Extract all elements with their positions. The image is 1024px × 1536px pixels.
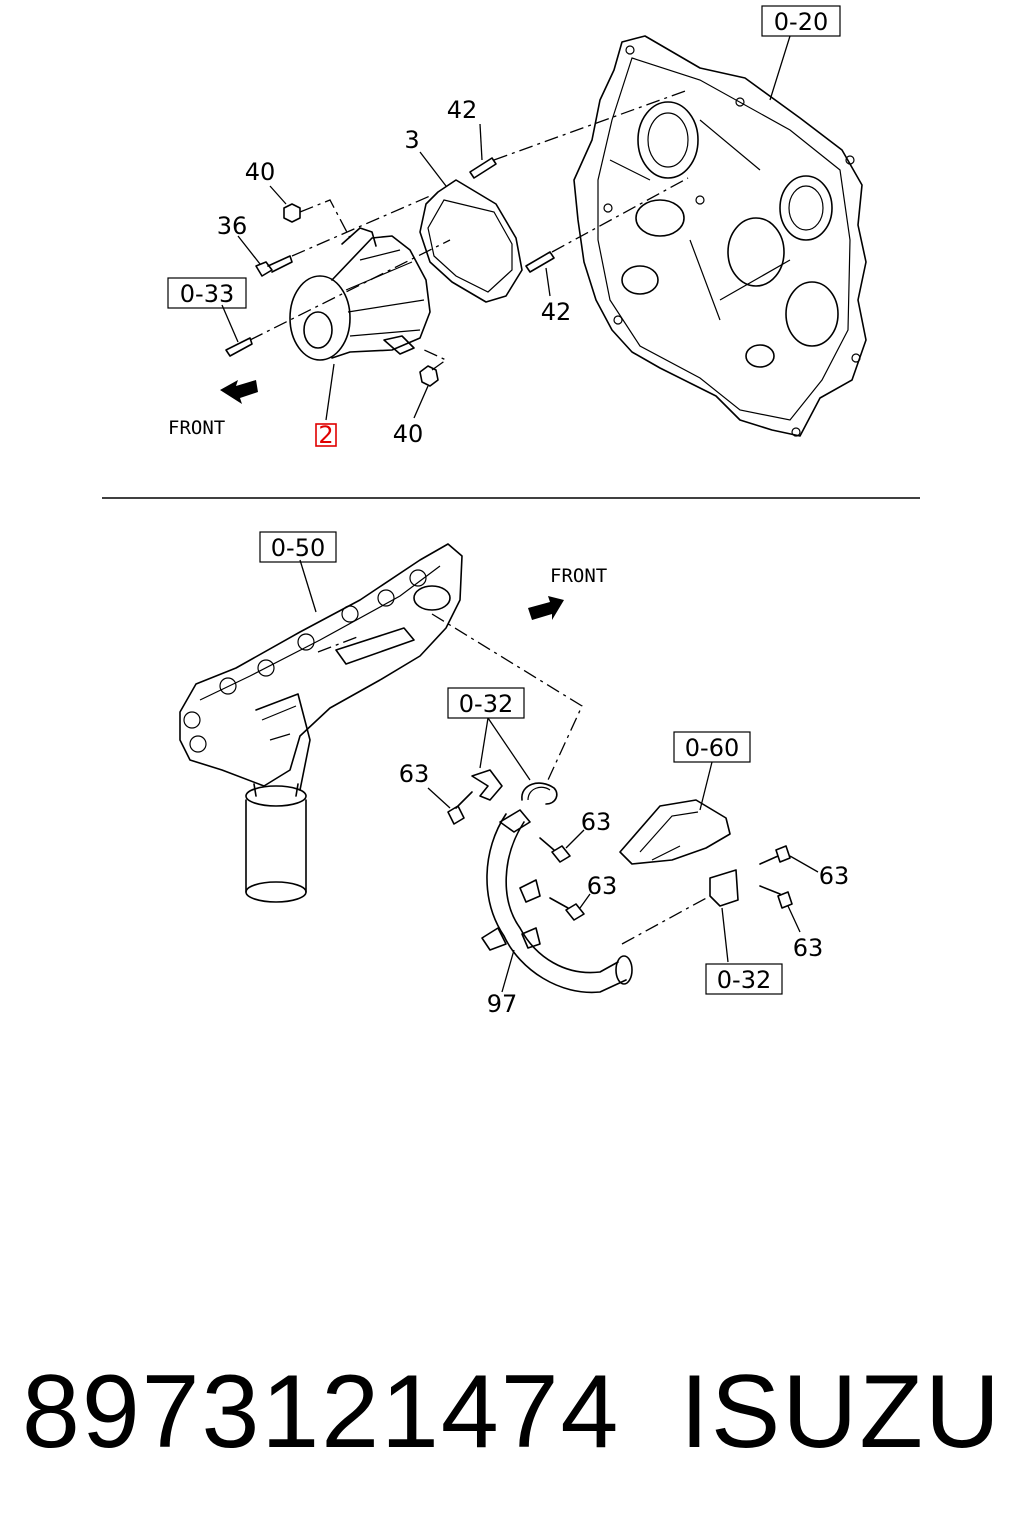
ref-box-0-32-bottom xyxy=(705,963,783,995)
oil-filter-drawing xyxy=(245,783,307,903)
ref-0-32-top-label: 0-32 xyxy=(459,690,513,718)
part-63-c-label: 63 xyxy=(587,872,618,900)
bracket-0-60-drawing xyxy=(619,799,731,865)
ref-box-0-32-top xyxy=(447,687,525,719)
part-40-bottom-label: 40 xyxy=(393,420,424,448)
part-97-label: 97 xyxy=(487,990,518,1018)
assembly-lines-top xyxy=(249,89,689,371)
part-63-b-label: 63 xyxy=(581,808,612,836)
ref-0-50-label: 0-50 xyxy=(271,534,325,562)
part-63-d-label: 63 xyxy=(819,862,850,890)
bolt-63-b xyxy=(539,837,571,863)
part-3-label: 3 xyxy=(404,126,419,154)
stud-bolt-42-bottom xyxy=(525,251,555,273)
ref-0-33-label: 0-33 xyxy=(180,280,234,308)
part-42-bottom-label: 42 xyxy=(541,298,572,326)
part-63-e-label: 63 xyxy=(793,934,824,962)
footer-caption: 8973121474 ISUZU xyxy=(22,1352,1002,1472)
gasket-drawing xyxy=(419,179,523,303)
part-36-label: 36 xyxy=(217,212,248,240)
nut-40-bottom xyxy=(419,365,439,387)
part-63-a-label: 63 xyxy=(399,760,430,788)
part-2-label: 2 xyxy=(318,421,333,449)
stud-0-33 xyxy=(225,337,253,357)
ref-0-20-label: 0-20 xyxy=(774,8,828,36)
ref-box-0-60 xyxy=(673,731,751,763)
bolt-36 xyxy=(255,255,293,277)
front-label-bottom: FRONT xyxy=(550,565,607,587)
brand-text: ISUZU xyxy=(680,1353,1002,1470)
stud-bolt-42-top xyxy=(469,157,497,179)
bracket-0-32-right-drawing xyxy=(709,869,739,907)
water-pipe-drawing xyxy=(481,809,633,994)
part-42-top-label: 42 xyxy=(447,96,478,124)
ref-0-32-bottom-label: 0-32 xyxy=(717,966,771,994)
part-number-text: 8973121474 xyxy=(22,1353,621,1470)
ref-box-0-50 xyxy=(259,531,337,563)
part-40-top-label: 40 xyxy=(245,158,276,186)
oil-cooler-drawing xyxy=(179,543,463,791)
bolt-63-e xyxy=(759,885,793,909)
front-label-top: FRONT xyxy=(168,417,225,439)
nut-40-top xyxy=(283,203,301,223)
bolt-63-c xyxy=(549,897,585,921)
highlight-box-part-2 xyxy=(315,423,337,447)
ref-0-60-label: 0-60 xyxy=(685,734,739,762)
oring-drawing xyxy=(521,782,558,805)
bolt-63-d xyxy=(759,845,791,865)
timing-case-drawing xyxy=(573,35,867,437)
clip-drawing xyxy=(471,769,503,801)
front-arrow-top xyxy=(220,380,258,404)
assembly-lines-bottom xyxy=(317,613,711,945)
bolt-63-a xyxy=(447,791,473,825)
ref-box-0-33 xyxy=(167,277,247,309)
ref-box-0-20 xyxy=(761,5,841,37)
front-arrow-bottom xyxy=(528,596,564,620)
